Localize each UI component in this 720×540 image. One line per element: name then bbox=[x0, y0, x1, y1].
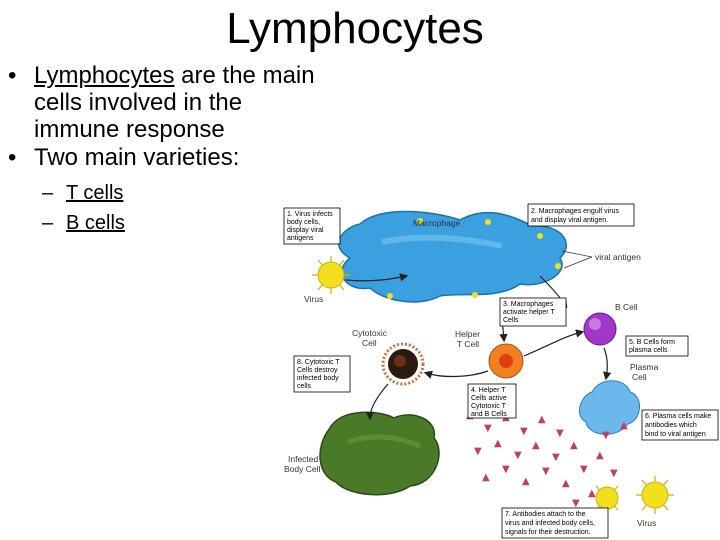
plasma-label-line2: Cell bbox=[632, 372, 647, 382]
bullet-item-lymphocytes: • Lymphocytes are the main cells involve… bbox=[0, 62, 320, 143]
viral-antigen-label: viral antigen bbox=[595, 252, 641, 262]
svg-text:plasma cells: plasma cells bbox=[629, 347, 668, 354]
bullet-text: Two main varieties: bbox=[34, 144, 240, 171]
svg-text:6. Plasma cells make: 6. Plasma cells make bbox=[645, 413, 711, 420]
svg-text:Cells destroy: Cells destroy bbox=[297, 367, 338, 374]
svg-text:▼: ▼ bbox=[602, 430, 610, 441]
caption-5: 5. B Cells form plasma cells bbox=[625, 335, 689, 357]
svg-text:4. Helper T: 4. Helper T bbox=[471, 387, 506, 394]
caption-8: 8. Cytotoxic T Cells destroy infected bo… bbox=[293, 355, 351, 393]
svg-text:and B Cells: and B Cells bbox=[471, 411, 507, 418]
slide-title: Lymphocytes bbox=[226, 4, 484, 53]
svg-text:▲: ▲ bbox=[532, 440, 540, 451]
caption-7: 7. Antibodies attach to the virus and in… bbox=[501, 507, 609, 539]
caption-6: 6. Plasma cells make antibodies which bi… bbox=[641, 409, 719, 441]
sub-bullet-b-cells: – B cells bbox=[0, 208, 320, 238]
svg-text:Cytotoxic T: Cytotoxic T bbox=[471, 403, 507, 410]
svg-text:3. Macrophages: 3. Macrophages bbox=[503, 301, 554, 308]
svg-text:2. Macrophages engulf virus: 2. Macrophages engulf virus bbox=[531, 208, 619, 215]
t-cells-link[interactable]: T cells bbox=[66, 182, 124, 204]
svg-text:▼: ▼ bbox=[556, 428, 564, 439]
svg-text:▲: ▲ bbox=[522, 476, 530, 487]
lymphocytes-link[interactable]: Lymphocytes bbox=[34, 62, 175, 89]
helper-t-label-line1: Helper bbox=[455, 329, 480, 339]
svg-text:▲: ▲ bbox=[588, 488, 596, 499]
b-cells-link[interactable]: B cells bbox=[66, 212, 125, 234]
svg-text:5. B Cells form: 5. B Cells form bbox=[629, 339, 675, 346]
caption-1: 1. Virus infects body cells, display vir… bbox=[283, 207, 341, 245]
svg-text:antibodies which: antibodies which bbox=[645, 422, 697, 429]
virus-3 bbox=[595, 485, 619, 511]
caption-2: 2. Macrophages engulf virus and display … bbox=[527, 203, 635, 227]
svg-text:infected body: infected body bbox=[297, 375, 339, 382]
svg-text:signals for their destruction.: signals for their destruction. bbox=[505, 529, 591, 536]
infected-label-line2: Body Cell bbox=[284, 464, 320, 474]
plasma-label-line1: Plasma bbox=[630, 362, 659, 372]
svg-text:▼: ▼ bbox=[484, 423, 492, 434]
svg-text:7. Antibodies attach to the: 7. Antibodies attach to the bbox=[505, 511, 586, 518]
svg-text:and display viral antigen.: and display viral antigen. bbox=[531, 217, 608, 224]
svg-text:bind to viral antigen: bind to viral antigen bbox=[645, 431, 706, 438]
b-cell-label: B Cell bbox=[615, 302, 638, 312]
svg-text:▼: ▼ bbox=[552, 452, 560, 463]
svg-text:activate helper T: activate helper T bbox=[503, 309, 555, 316]
svg-text:▼: ▼ bbox=[580, 464, 588, 475]
svg-text:body cells,: body cells, bbox=[287, 219, 320, 226]
cytotoxic-label-line1: Cytotoxic bbox=[352, 328, 388, 338]
svg-text:▲: ▲ bbox=[596, 450, 604, 461]
bullet-marker: • bbox=[8, 144, 17, 171]
virus-label-1: Virus bbox=[304, 294, 323, 304]
svg-text:▲: ▲ bbox=[494, 438, 502, 449]
svg-text:▲: ▲ bbox=[570, 440, 578, 451]
virus-2 bbox=[636, 476, 674, 514]
b-cell bbox=[583, 312, 617, 346]
sub-bullet-dash: – bbox=[42, 212, 54, 234]
bullet-marker: • bbox=[8, 62, 17, 89]
svg-text:▼: ▼ bbox=[520, 426, 528, 437]
svg-text:Cells: Cells bbox=[503, 317, 519, 324]
svg-text:cells: cells bbox=[297, 383, 312, 390]
svg-text:antigens: antigens bbox=[287, 235, 314, 242]
bullet-item-varieties: • Two main varieties: bbox=[0, 144, 320, 171]
svg-text:▲: ▲ bbox=[620, 420, 628, 431]
bullet-text: are the main cells involved in the immun… bbox=[34, 62, 315, 143]
immune-response-diagram: Macrophage viral antigen Virus B Cell He… bbox=[283, 203, 719, 539]
infected-label-line1: Infected bbox=[288, 454, 319, 464]
macrophage-label: Macrophage bbox=[413, 218, 461, 228]
sub-bullet-dash: – bbox=[42, 182, 54, 204]
svg-text:virus and infected body cells,: virus and infected body cells, bbox=[505, 520, 595, 527]
svg-text:▲: ▲ bbox=[538, 414, 546, 425]
cytotoxic-label-line2: Cell bbox=[362, 338, 377, 348]
antibodies: ▲▼▲ ▼▲▼ ▼▲▼ ▲▼▲ ▲▼▲ ▼▲▼ ▲▼▲ ▼▼▲ bbox=[466, 410, 628, 509]
virus-label-2: Virus bbox=[637, 518, 656, 528]
svg-text:▲: ▲ bbox=[562, 478, 570, 489]
virus-1 bbox=[312, 256, 350, 294]
svg-text:▼: ▼ bbox=[572, 498, 580, 509]
svg-text:display viral: display viral bbox=[287, 227, 324, 234]
svg-text:Cells active: Cells active bbox=[471, 395, 507, 402]
sub-bullet-t-cells: – T cells bbox=[0, 178, 320, 208]
helper-t-label-line2: T Cell bbox=[457, 339, 479, 349]
bullet-list: • Lymphocytes are the main cells involve… bbox=[0, 62, 320, 238]
svg-text:▼: ▼ bbox=[514, 450, 522, 461]
svg-text:▼: ▼ bbox=[542, 466, 550, 477]
svg-text:▼: ▼ bbox=[474, 446, 482, 457]
plasma-cell bbox=[578, 380, 640, 435]
macrophage-viral-antigens bbox=[387, 218, 561, 299]
svg-text:▼: ▼ bbox=[610, 468, 618, 479]
svg-text:▲: ▲ bbox=[482, 472, 490, 483]
svg-text:1. Virus infects: 1. Virus infects bbox=[287, 211, 333, 218]
svg-text:▼: ▼ bbox=[502, 464, 510, 475]
svg-text:8. Cytotoxic T: 8. Cytotoxic T bbox=[297, 359, 340, 366]
caption-4: 4. Helper T Cells active Cytotoxic T and… bbox=[467, 383, 517, 419]
caption-3: 3. Macrophages activate helper T Cells bbox=[499, 297, 567, 327]
infected-body-cell bbox=[319, 411, 440, 496]
